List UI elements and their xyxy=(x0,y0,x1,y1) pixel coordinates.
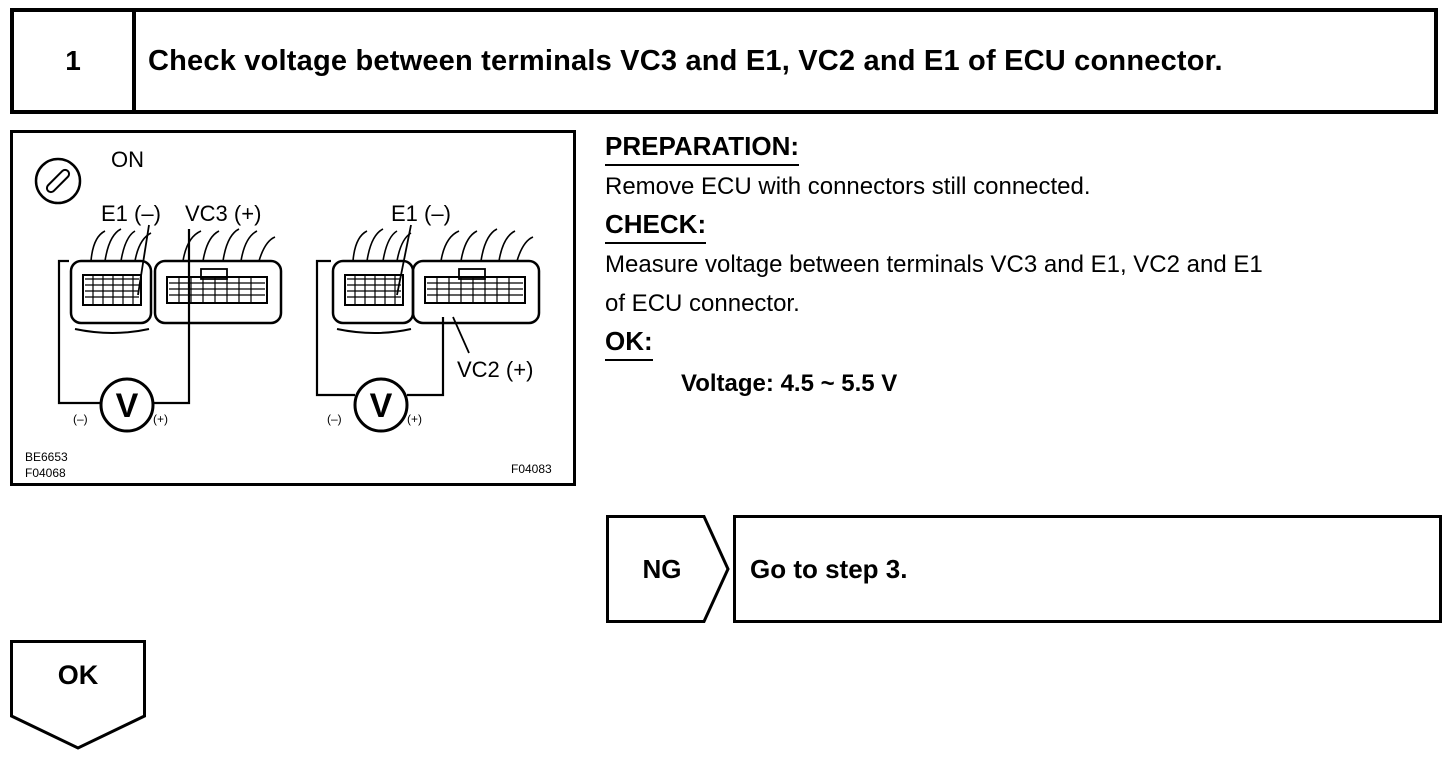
right-connector-large xyxy=(411,228,541,325)
right-vc2-label: VC2 (+) xyxy=(457,357,533,382)
preparation-heading: PREPARATION: xyxy=(605,130,800,166)
ok-heading: OK: xyxy=(605,325,653,361)
preparation-text: Remove ECU with connectors still connect… xyxy=(605,173,1091,200)
right-vc2-leader xyxy=(452,316,470,354)
step-title: Check voltage between terminals VC3 and … xyxy=(148,44,1223,77)
instructions: PREPARATION: Remove ECU with connectors … xyxy=(605,128,1450,403)
figure-code-3: F04083 xyxy=(511,462,552,476)
right-voltmeter-icon xyxy=(353,377,409,433)
ignition-on-label: ON xyxy=(111,147,144,172)
wiring-diagram: ON E1 (–) VC3 (+) V (–) (+) E1 (–) VC2 xyxy=(10,130,576,486)
left-e1-label: E1 (–) xyxy=(101,201,161,226)
ok-value: Voltage: 4.5 ~ 5.5 V xyxy=(681,370,898,397)
right-connector-small xyxy=(331,228,415,334)
figure-code-1: BE6653 xyxy=(25,450,68,464)
left-vc3-label: VC3 (+) xyxy=(185,201,261,226)
ok-tag: OK xyxy=(10,640,150,752)
right-voltmeter-symbol: V xyxy=(370,387,393,425)
ng-action-box: Go to step 3. xyxy=(733,515,1442,623)
right-e1-leader xyxy=(396,224,412,296)
left-voltmeter-symbol: V xyxy=(116,387,139,425)
check-heading: CHECK: xyxy=(605,208,707,244)
ng-tag: NG xyxy=(606,515,730,623)
left-voltmeter-icon xyxy=(99,377,155,433)
right-probe-negative: (–) xyxy=(327,412,342,426)
ok-label: OK xyxy=(57,660,99,690)
ng-action-text: Go to step 3. xyxy=(750,553,908,584)
figure-code-2: F04068 xyxy=(25,466,66,480)
wiring-diagram-svg: ON E1 (–) VC3 (+) V (–) (+) E1 (–) VC2 xyxy=(25,147,552,480)
check-text-line-1: Measure voltage between terminals VC3 an… xyxy=(605,251,1263,278)
left-e1-leader xyxy=(137,224,150,296)
left-connector-small xyxy=(69,228,153,334)
ng-arrow-shape xyxy=(606,515,730,623)
ok-arrow-shape xyxy=(10,640,146,750)
ignition-key-icon xyxy=(34,157,82,205)
left-probe-positive: (+) xyxy=(153,412,168,426)
step-header: 1 Check voltage between terminals VC3 an… xyxy=(10,8,1438,114)
right-positive-wire xyxy=(407,317,445,397)
left-probe-negative: (–) xyxy=(73,412,88,426)
left-negative-wire xyxy=(57,259,103,405)
right-e1-label: E1 (–) xyxy=(391,201,451,226)
right-negative-wire xyxy=(315,259,355,397)
check-text-line-2: of ECU connector. xyxy=(605,290,800,317)
left-connector-large xyxy=(153,228,283,325)
step-number: 1 xyxy=(14,12,136,110)
left-positive-wire xyxy=(153,229,191,405)
right-probe-positive: (+) xyxy=(407,412,422,426)
ng-label: NG xyxy=(642,553,682,584)
